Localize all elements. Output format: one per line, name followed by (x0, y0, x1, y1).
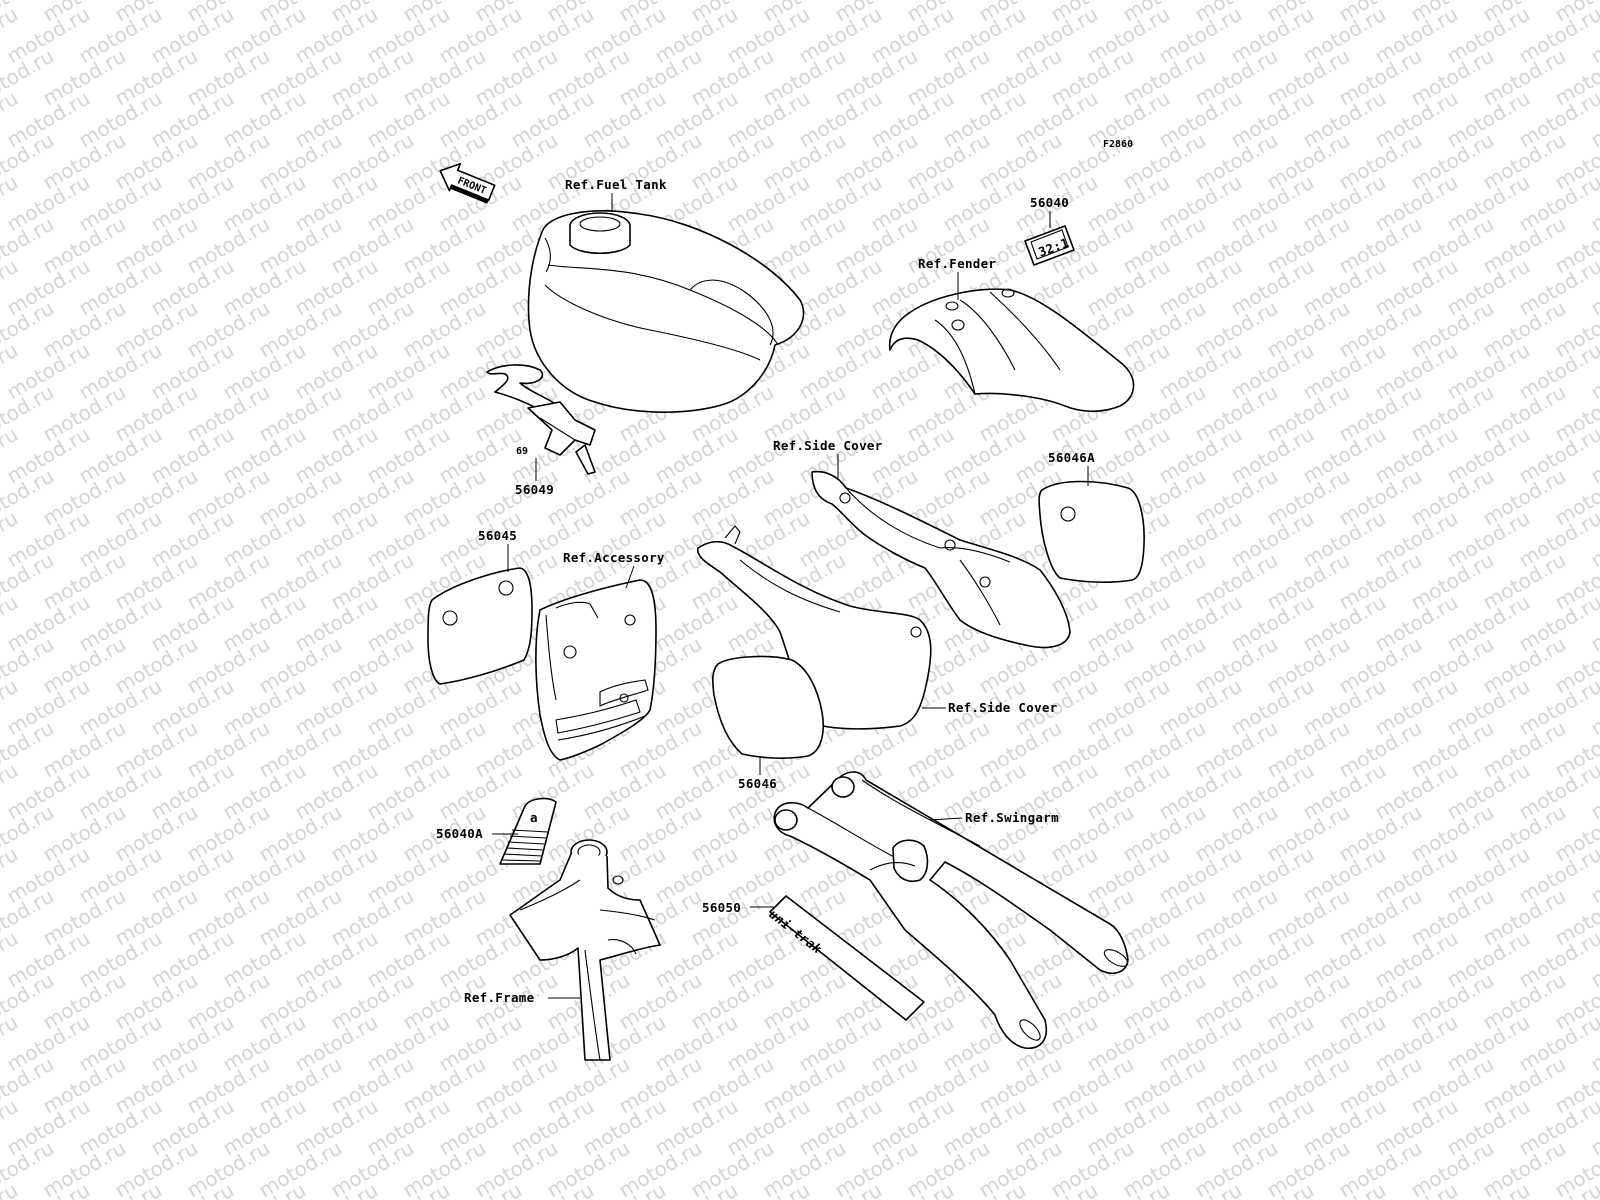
label-56046A: 56046A (1048, 450, 1095, 465)
label-56045: 56045 (478, 528, 517, 543)
decal-56049-glyph: 69 (516, 446, 528, 457)
decal-56040A: a (499, 797, 557, 865)
side-cover-lower (696, 525, 932, 730)
label-ref-fender: Ref.Fender (918, 256, 996, 271)
svg-text:a: a (530, 810, 538, 825)
label-56040: 56040 (1030, 195, 1069, 210)
diagram-code: F2860 (1103, 139, 1133, 150)
label-ref-accessory: Ref.Accessory (563, 550, 665, 565)
accessory-number-plate (535, 579, 657, 761)
label-56050: 56050 (702, 900, 741, 915)
label-56049: 56049 (515, 482, 554, 497)
label-ref-frame: Ref.Frame (464, 990, 535, 1005)
label-56040A: 56040A (436, 826, 483, 841)
fuel-tank (527, 210, 805, 413)
label-ref-side-cover-lower: Ref.Side Cover (948, 700, 1058, 715)
decal-56040: 32:1 (1024, 225, 1075, 266)
decal-56049: 69 (486, 364, 596, 475)
swingarm (773, 771, 1129, 1049)
decal-56045 (427, 567, 533, 685)
decal-56046 (712, 655, 824, 759)
front-fender (888, 288, 1135, 413)
label-ref-side-cover-upper: Ref.Side Cover (773, 438, 883, 453)
label-ref-swingarm: Ref.Swingarm (965, 810, 1059, 825)
label-56046: 56046 (738, 776, 777, 791)
frame-head-tube (509, 839, 661, 1061)
side-cover-upper (811, 470, 1071, 649)
decal-56046A (1038, 480, 1145, 583)
front-arrow-icon: FRONT (439, 162, 496, 204)
label-ref-fuel-tank: Ref.Fuel Tank (565, 177, 667, 192)
